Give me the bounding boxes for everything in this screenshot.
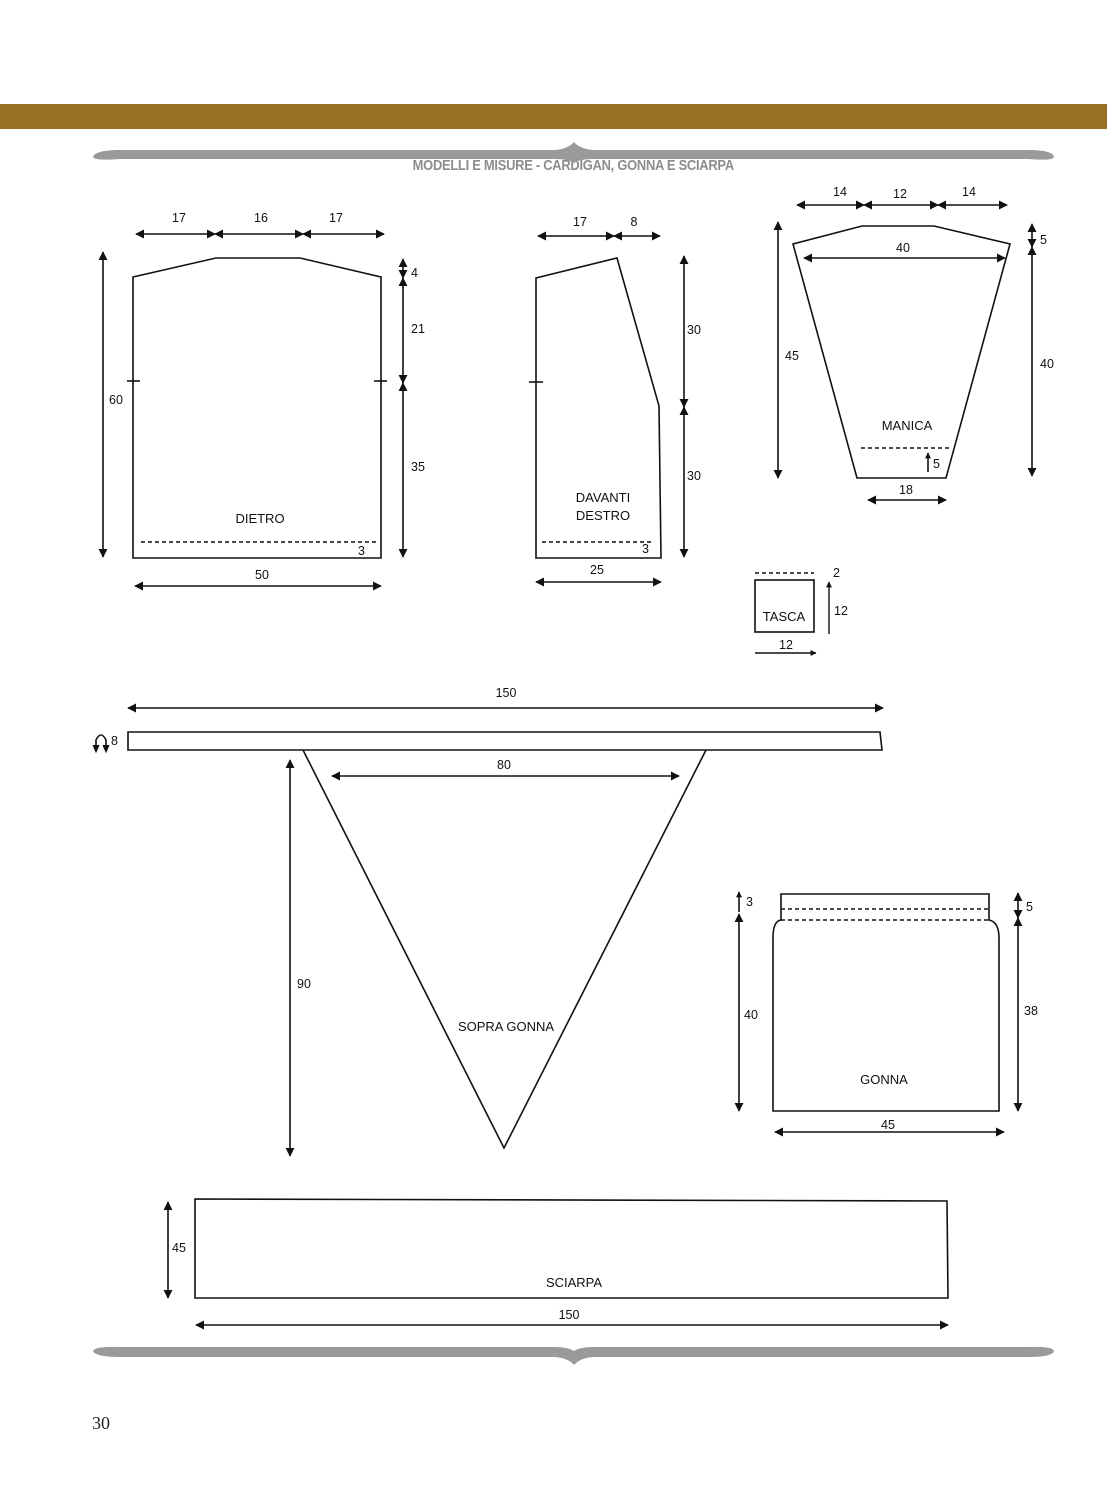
manica-label: MANICA xyxy=(882,418,933,433)
manica-top-left: 14 xyxy=(833,185,847,199)
davanti-dimensions xyxy=(535,231,689,587)
sopra-gonna-label: SOPRA GONNA xyxy=(458,1019,554,1034)
manica-dimensions xyxy=(773,200,1037,505)
tasca-height: 12 xyxy=(834,604,848,618)
sopra-gonna-dimensions xyxy=(127,703,884,1157)
sciarpa-height: 45 xyxy=(172,1241,186,1255)
davanti-label-line-2: DESTRO xyxy=(576,508,630,523)
gonna-band-fold: 5 xyxy=(1026,900,1033,914)
page-number: 30 xyxy=(92,1413,110,1433)
manica-piece xyxy=(792,225,1011,479)
tasca-piece xyxy=(754,572,815,633)
manica-cap-width: 40 xyxy=(896,241,910,255)
gonna-dimensions xyxy=(734,891,1023,1137)
manica-body: 40 xyxy=(1040,357,1054,371)
dietro-top-center: 16 xyxy=(254,211,268,225)
davanti-lower: 30 xyxy=(687,469,701,483)
manica-bottom: 18 xyxy=(899,483,913,497)
manica-top-center: 12 xyxy=(893,187,907,201)
sopra-gonna-depth: 90 xyxy=(297,977,311,991)
manica-length: 45 xyxy=(785,349,799,363)
manica-cuff: 5 xyxy=(933,457,940,471)
davanti-piece xyxy=(529,257,662,559)
dietro-hem: 3 xyxy=(358,544,365,558)
sopra-gonna-band-length: 150 xyxy=(496,686,517,700)
gonna-piece xyxy=(772,893,1000,1112)
dietro-dimensions xyxy=(98,229,408,591)
gonna-waistband: 3 xyxy=(746,895,753,909)
dietro-height: 60 xyxy=(109,393,123,407)
band-fold-icon xyxy=(92,734,110,754)
davanti-hem: 3 xyxy=(642,542,649,556)
davanti-upper: 30 xyxy=(687,323,701,337)
tasca-label: TASCA xyxy=(763,609,806,624)
tasca-width: 12 xyxy=(779,638,793,652)
sciarpa-label: SCIARPA xyxy=(546,1275,602,1290)
davanti-top-right: 8 xyxy=(631,215,638,229)
dietro-top-left: 17 xyxy=(172,211,186,225)
gonna-width: 45 xyxy=(881,1118,895,1132)
manica-cap-height: 5 xyxy=(1040,233,1047,247)
gonna-height: 40 xyxy=(744,1008,758,1022)
dietro-width: 50 xyxy=(255,568,269,582)
manica-top-right: 14 xyxy=(962,185,976,199)
bottom-frame-ornament xyxy=(93,1346,1054,1365)
gonna-label: GONNA xyxy=(860,1072,908,1087)
davanti-width: 25 xyxy=(590,563,604,577)
sciarpa-length: 150 xyxy=(559,1308,580,1322)
davanti-top-left: 17 xyxy=(573,215,587,229)
tasca-border: 2 xyxy=(833,566,840,580)
davanti-label-line-1: DAVANTI xyxy=(576,490,630,505)
sopra-gonna-piece xyxy=(127,731,883,1150)
sciarpa-dimensions xyxy=(163,1201,949,1330)
header-accent-bar xyxy=(0,104,1107,129)
dietro-piece xyxy=(127,257,387,559)
top-frame-ornament xyxy=(93,142,1054,163)
sopra-gonna-band-height: 8 xyxy=(111,734,118,748)
dietro-side: 35 xyxy=(411,460,425,474)
tasca-dimensions xyxy=(755,581,832,656)
page-title: MODELLI E MISURE - CARDIGAN, GONNA E SCI… xyxy=(412,157,734,174)
dietro-armhole: 21 xyxy=(411,322,425,336)
gonna-body: 38 xyxy=(1024,1004,1038,1018)
dietro-top-right: 17 xyxy=(329,211,343,225)
sciarpa-piece xyxy=(194,1198,949,1299)
dietro-armhole-top: 4 xyxy=(411,266,418,280)
dietro-label: DIETRO xyxy=(235,511,284,526)
sopra-gonna-top-width: 80 xyxy=(497,758,511,772)
